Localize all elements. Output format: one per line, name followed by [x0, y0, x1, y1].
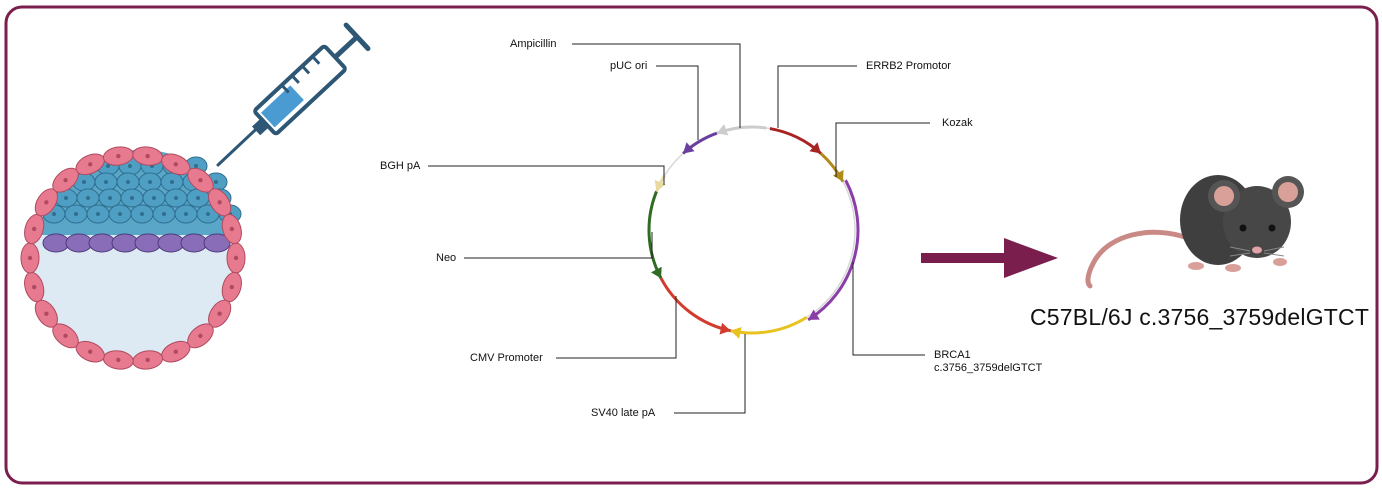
label-kozak: Kozak	[942, 117, 973, 129]
cell-nucleus	[145, 153, 150, 159]
cell-nucleus	[52, 212, 56, 216]
cell-nucleus	[116, 357, 121, 363]
cell-nucleus	[152, 196, 156, 200]
label-errb2-promotor: ERRB2 Promotor	[866, 60, 951, 72]
hypoblast-cell	[65, 233, 93, 253]
cell-nucleus	[31, 226, 37, 232]
cell-nucleus	[162, 212, 166, 216]
cell-nucleus	[214, 180, 218, 184]
cell-nucleus	[130, 196, 134, 200]
cell-nucleus	[63, 333, 68, 339]
leader-brca1	[852, 262, 925, 356]
label-brca1-mutation: c.3756_3759delGTCT	[934, 362, 1043, 374]
cell-nucleus	[174, 196, 178, 200]
cell-nucleus	[173, 162, 178, 167]
cell-nucleus	[82, 180, 86, 184]
cell-nucleus	[27, 255, 33, 261]
cell-nucleus	[229, 226, 235, 232]
hypoblast-cell	[88, 233, 116, 253]
leader-ampicillin	[572, 43, 741, 128]
segment-ampicillin-arrowhead	[716, 124, 729, 136]
cell-nucleus	[198, 333, 203, 339]
syringe-icon	[216, 22, 371, 167]
segment-neo	[647, 190, 663, 280]
cell-nucleus	[145, 357, 150, 363]
cell-nucleus	[88, 349, 93, 354]
segment-sv40-late-pa	[730, 316, 808, 335]
plasmid-map	[647, 124, 860, 339]
leader-sv40	[674, 334, 746, 414]
leader-kozak	[835, 122, 930, 177]
cell-nucleus	[173, 349, 178, 354]
segment-neo-arrowhead	[651, 266, 662, 279]
hypoblast-cell	[111, 233, 139, 253]
leader-bgh	[428, 165, 665, 185]
segment-puc-ori-arrowhead	[683, 142, 695, 154]
cell-nucleus	[63, 177, 68, 183]
label-brca1: BRCA1 c.3756_3759delGTCT	[934, 349, 1042, 375]
cell-nucleus	[184, 212, 188, 216]
label-neo: Neo	[436, 252, 457, 264]
cell-nucleus	[74, 212, 78, 216]
segment-errb2-promotor-arrowhead	[809, 142, 821, 154]
cell-nucleus	[198, 177, 203, 183]
cell-nucleus	[86, 196, 90, 200]
cell-nucleus	[64, 196, 68, 200]
leader-neo	[464, 232, 653, 259]
cell-nucleus	[229, 284, 235, 290]
cell-nucleus	[31, 284, 37, 290]
mouse-icon	[1085, 175, 1304, 289]
cell-nucleus	[148, 180, 152, 184]
segment-cmv-promoter-arrowhead	[719, 322, 731, 335]
cell-nucleus	[116, 153, 121, 159]
segment-brca1-arrowhead	[808, 309, 820, 320]
cell-nucleus	[206, 212, 210, 216]
cell-nucleus	[106, 164, 110, 168]
cell-nucleus	[196, 196, 200, 200]
hypoblast-cell	[203, 233, 231, 253]
label-sv40-late-pa: SV40 late pA	[591, 407, 656, 419]
hypoblast-cell	[180, 233, 208, 253]
segment-kozak-arrowhead	[832, 169, 844, 182]
leader-puc-ori	[656, 65, 699, 140]
cell-nucleus	[126, 180, 130, 184]
cell-nucleus	[96, 212, 100, 216]
cell-nucleus	[128, 164, 132, 168]
cell-nucleus	[44, 200, 49, 205]
hypoblast-cell	[134, 233, 162, 253]
label-bgh-pa: BGH pA	[380, 160, 421, 172]
segment-brca1	[807, 179, 860, 322]
cell-nucleus	[118, 212, 122, 216]
leader-lines	[428, 43, 930, 414]
hypoblast-cell	[42, 233, 70, 253]
label-brca1-gene: BRCA1	[934, 349, 971, 361]
cell-nucleus	[44, 311, 49, 316]
cell-nucleus	[217, 311, 222, 316]
segment-cmv-promoter	[659, 277, 731, 333]
cell-nucleus	[108, 196, 112, 200]
leader-errb2	[777, 65, 857, 128]
cell-nucleus	[88, 162, 93, 167]
segment-sv40-late-pa-arrowhead	[730, 326, 742, 339]
cell-nucleus	[104, 180, 108, 184]
blastocyst-icon	[20, 146, 246, 370]
hypoblast-cell	[157, 233, 185, 253]
label-puc-ori: pUC ori	[610, 60, 648, 72]
cell-nucleus	[170, 180, 174, 184]
cell-nucleus	[233, 255, 239, 261]
right-arrow-icon	[921, 238, 1058, 278]
label-cmv-promoter: CMV Promoter	[470, 352, 543, 364]
leader-cmv	[556, 296, 677, 359]
cell-nucleus	[217, 200, 222, 205]
cell-nucleus	[194, 164, 198, 168]
cell-nucleus	[140, 212, 144, 216]
label-ampicillin: Ampicillin	[510, 38, 557, 50]
figure-frame	[4, 5, 1379, 485]
mouse-strain-caption: C57BL/6J c.3756_3759delGTCT	[1030, 304, 1370, 330]
segment-bgh-pa-arrowhead	[654, 179, 666, 192]
